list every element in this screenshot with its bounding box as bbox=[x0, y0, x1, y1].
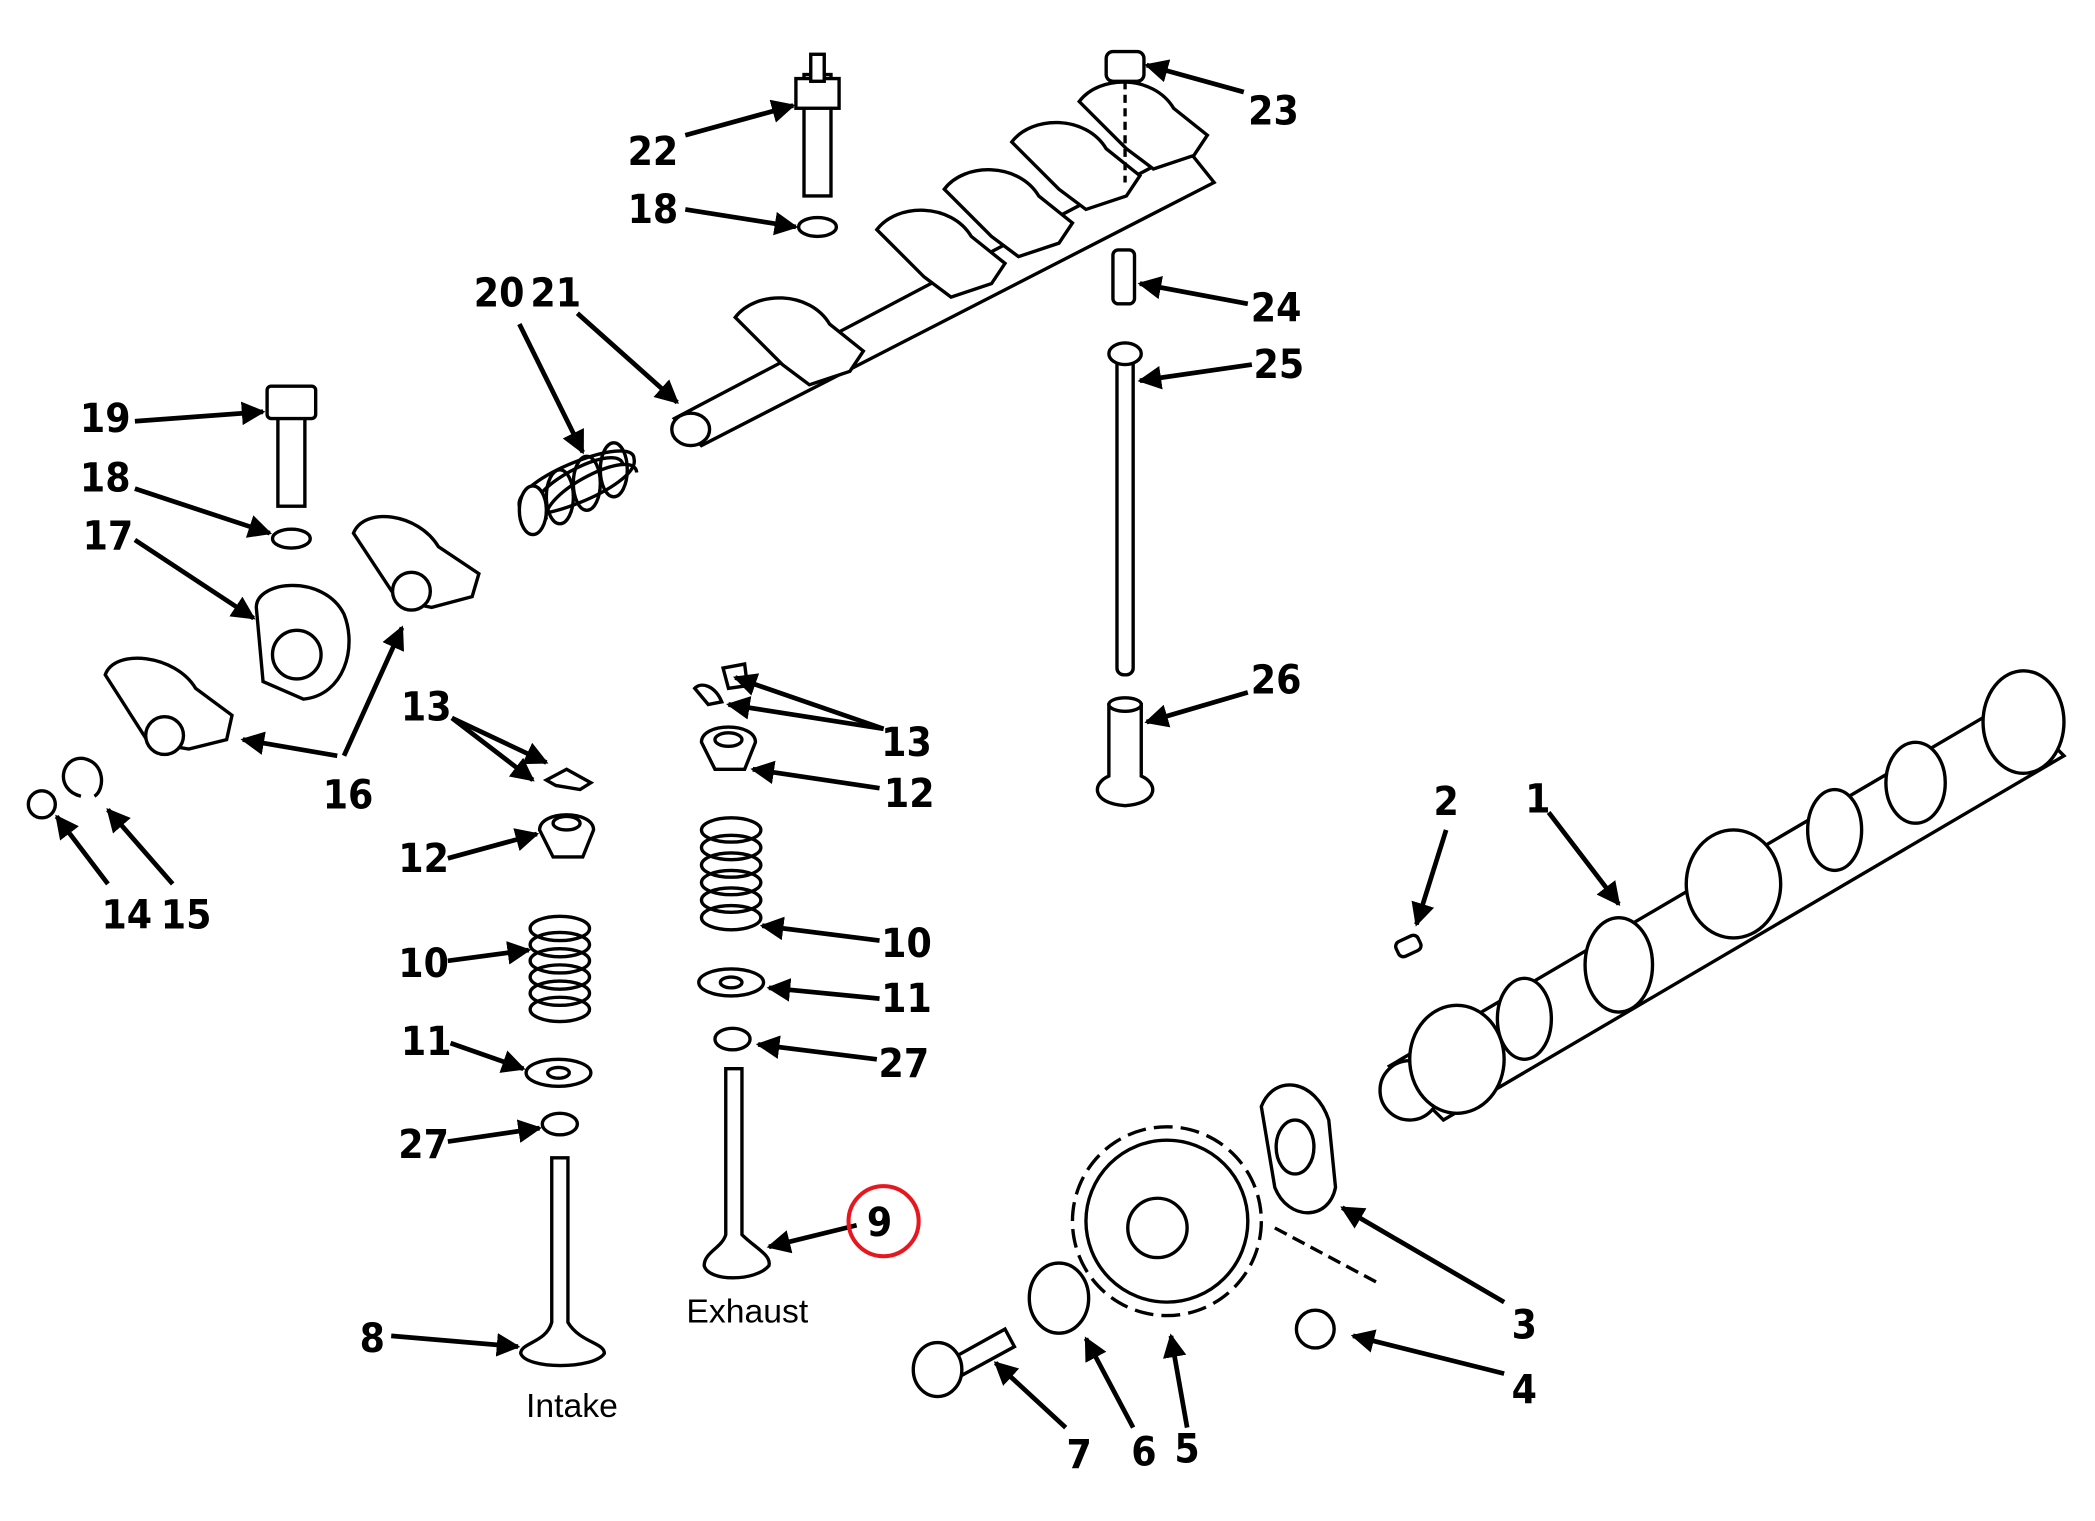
intake-valve-stack bbox=[519, 767, 607, 1368]
callout-24: 24 bbox=[1251, 283, 1302, 331]
callout-12: 12 bbox=[398, 834, 449, 882]
lifter bbox=[1095, 696, 1155, 808]
callout-13: 13 bbox=[881, 718, 932, 766]
leader-arrow bbox=[447, 828, 540, 861]
callout-25: 25 bbox=[1254, 340, 1305, 388]
pushrod bbox=[1107, 341, 1143, 677]
callout-14: 14 bbox=[101, 890, 152, 938]
callout-8: 8 bbox=[360, 1314, 385, 1362]
leader-arrow bbox=[341, 625, 405, 757]
left-rocker-parts bbox=[26, 384, 481, 820]
gear-assembly bbox=[911, 1083, 1377, 1399]
callout-7: 7 bbox=[1067, 1430, 1092, 1478]
leader-arrow bbox=[1411, 829, 1449, 927]
highlight-circle bbox=[846, 1184, 921, 1259]
rocker-shaft-assembly bbox=[670, 49, 1217, 448]
leader-arrows bbox=[54, 59, 1621, 1430]
callout-1: 1 bbox=[1525, 774, 1550, 822]
leader-arrow bbox=[106, 807, 175, 886]
leader-arrow bbox=[1340, 1205, 1506, 1305]
leader-arrow bbox=[1350, 1329, 1505, 1376]
callout-11: 11 bbox=[401, 1017, 452, 1065]
exhaust-valve-stack bbox=[692, 662, 771, 1280]
camshaft bbox=[1378, 669, 2067, 1123]
leader-arrow bbox=[240, 731, 338, 759]
leader-arrow bbox=[1144, 59, 1245, 95]
callout-17: 17 bbox=[83, 511, 134, 559]
callout-20: 20 bbox=[474, 269, 525, 317]
leader-arrow bbox=[391, 1333, 521, 1357]
leader-arrow bbox=[134, 486, 273, 538]
callout-4: 4 bbox=[1512, 1365, 1537, 1413]
leader-arrow bbox=[726, 696, 884, 732]
leader-arrow bbox=[755, 1035, 878, 1062]
leader-arrow bbox=[1137, 275, 1249, 307]
leader-arrow bbox=[1083, 1336, 1136, 1429]
leader-arrow bbox=[732, 673, 885, 732]
callout-21: 21 bbox=[530, 269, 581, 317]
callout-26: 26 bbox=[1251, 656, 1302, 704]
leader-arrow bbox=[684, 99, 796, 138]
leader-arrow bbox=[517, 323, 585, 455]
leader-arrow bbox=[1137, 362, 1253, 390]
leader-arrow bbox=[766, 978, 880, 1002]
leader-arrow bbox=[993, 1361, 1068, 1430]
callout-9: 9 bbox=[867, 1198, 892, 1246]
callout-5: 5 bbox=[1174, 1425, 1199, 1473]
callout-23: 23 bbox=[1248, 86, 1299, 134]
callout-15: 15 bbox=[161, 890, 212, 938]
callout-6: 6 bbox=[1131, 1427, 1156, 1475]
leader-arrow bbox=[449, 1040, 526, 1073]
intake-label: Intake bbox=[526, 1387, 618, 1425]
rocker-shaft-spring bbox=[517, 441, 639, 537]
callout-3: 3 bbox=[1512, 1301, 1537, 1349]
leader-arrow bbox=[1546, 811, 1621, 907]
leader-arrow bbox=[450, 715, 549, 765]
callout-16: 16 bbox=[323, 770, 374, 818]
leader-arrow bbox=[54, 814, 110, 886]
callout-19: 19 bbox=[80, 394, 131, 442]
callout-11: 11 bbox=[881, 974, 932, 1022]
callout-12: 12 bbox=[884, 769, 935, 817]
leader-arrow bbox=[133, 537, 256, 621]
callout-13: 13 bbox=[401, 683, 452, 731]
leader-arrow bbox=[575, 311, 679, 405]
leader-arrow bbox=[759, 916, 880, 943]
leader-arrow bbox=[450, 716, 535, 782]
leader-arrow bbox=[766, 1222, 858, 1254]
callout-10: 10 bbox=[398, 939, 449, 987]
callout-18: 18 bbox=[80, 453, 131, 501]
leader-arrow bbox=[750, 760, 880, 791]
leader-arrow bbox=[684, 207, 799, 236]
leader-arrow bbox=[447, 941, 532, 965]
callout-27: 27 bbox=[398, 1120, 449, 1168]
callout-10: 10 bbox=[881, 919, 932, 967]
leader-arrow bbox=[1163, 1333, 1190, 1428]
leader-arrow bbox=[1144, 690, 1249, 728]
callout-22: 22 bbox=[628, 127, 679, 175]
leader-arrow bbox=[447, 1119, 542, 1144]
callout-2: 2 bbox=[1433, 777, 1458, 825]
callout-18: 18 bbox=[628, 185, 679, 233]
leader-arrow bbox=[134, 401, 266, 426]
exhaust-label: Exhaust bbox=[686, 1292, 808, 1330]
callout-27: 27 bbox=[878, 1039, 929, 1087]
